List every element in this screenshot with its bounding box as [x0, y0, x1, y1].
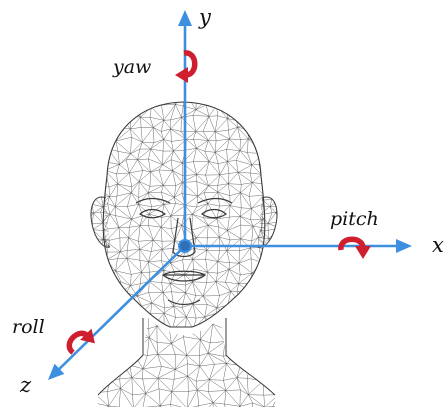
left-ear-mesh-lines	[84, 188, 120, 256]
roll-label: roll	[12, 316, 45, 338]
neck-outline	[98, 318, 275, 395]
left-ear-mesh	[84, 188, 120, 256]
left-eye	[140, 210, 165, 218]
y-axis-arrowhead	[178, 10, 192, 26]
mouth	[163, 271, 205, 281]
z-axis-label: z	[19, 373, 32, 397]
x-axis-arrowhead	[396, 239, 412, 253]
origin-dot	[179, 240, 191, 252]
left-brow	[136, 199, 170, 204]
y-axis-label: y	[198, 5, 212, 29]
rotation-arrows	[65, 53, 371, 359]
z-axis	[55, 246, 185, 373]
roll-rotation-arrow	[65, 324, 100, 359]
pitch-rotation-arrow	[341, 239, 371, 259]
x-axis-label: x	[432, 233, 444, 257]
pitch-label: pitch	[330, 208, 379, 230]
yaw-label: yaw	[112, 56, 151, 78]
